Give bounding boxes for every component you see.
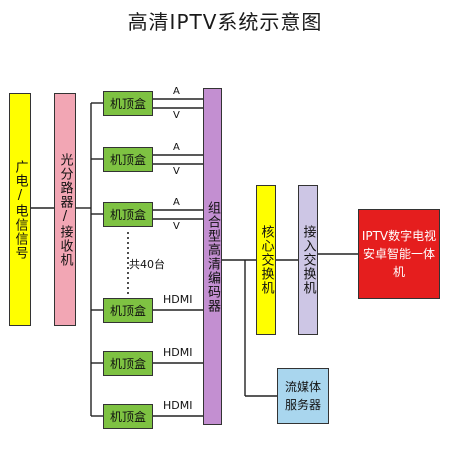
media-server-label-line1: 流媒体 [284, 380, 321, 394]
hd-encoder-box: 组合型高清编码器 [203, 88, 222, 425]
core-switch-box: 核心交换机 [256, 185, 276, 335]
set-top-box-6: 机顶盒 [103, 404, 153, 429]
access-switch-box: 接入交换机 [298, 185, 318, 335]
device-count-label: 共40台 [129, 258, 165, 271]
set-top-box-label: 机顶盒 [109, 304, 146, 318]
audio-signal-label: A [173, 197, 180, 208]
core-switch-label: 核心交换机 [258, 225, 274, 295]
set-top-box-label: 机顶盒 [109, 97, 146, 111]
audio-signal-label: A [173, 86, 180, 97]
source-signal-box: 广电/电信信号 [9, 93, 31, 326]
audio-signal-label: A [173, 142, 180, 153]
set-top-box-label: 机顶盒 [109, 410, 146, 424]
video-signal-label: V [173, 110, 180, 121]
media-server-box: 流媒体 服务器 [277, 368, 329, 424]
hdmi-signal-label: HDMI [163, 399, 193, 412]
iptv-terminal-box: IPTV数字电视 安卓智能一体机 [358, 209, 440, 299]
set-top-box-label: 机顶盒 [109, 153, 146, 167]
terminal-label-line1: IPTV数字电视 [361, 229, 437, 243]
diagram-title: 高清IPTV系统示意图 [127, 10, 323, 34]
set-top-box-3: 机顶盒 [103, 202, 153, 227]
set-top-box-5: 机顶盒 [103, 351, 153, 376]
video-signal-label: V [173, 166, 180, 177]
hd-encoder-label: 组合型高清编码器 [205, 200, 220, 313]
terminal-label-line2: 安卓智能一体机 [362, 247, 435, 279]
media-server-label-line2: 服务器 [284, 398, 321, 412]
set-top-box-label: 机顶盒 [109, 357, 146, 371]
access-switch-label: 接入交换机 [300, 225, 316, 295]
hdmi-signal-label: HDMI [163, 346, 193, 359]
hdmi-signal-label: HDMI [163, 293, 193, 306]
set-top-box-1: 机顶盒 [103, 91, 153, 116]
video-signal-label: V [173, 221, 180, 232]
source-signal-label: 广电/电信信号 [12, 159, 28, 260]
set-top-box-4: 机顶盒 [103, 298, 153, 323]
set-top-box-label: 机顶盒 [109, 208, 146, 222]
optical-splitter-box: 光分路器/接收机 [54, 93, 76, 326]
optical-splitter-label: 光分路器/接收机 [57, 152, 73, 267]
set-top-box-2: 机顶盒 [103, 147, 153, 172]
